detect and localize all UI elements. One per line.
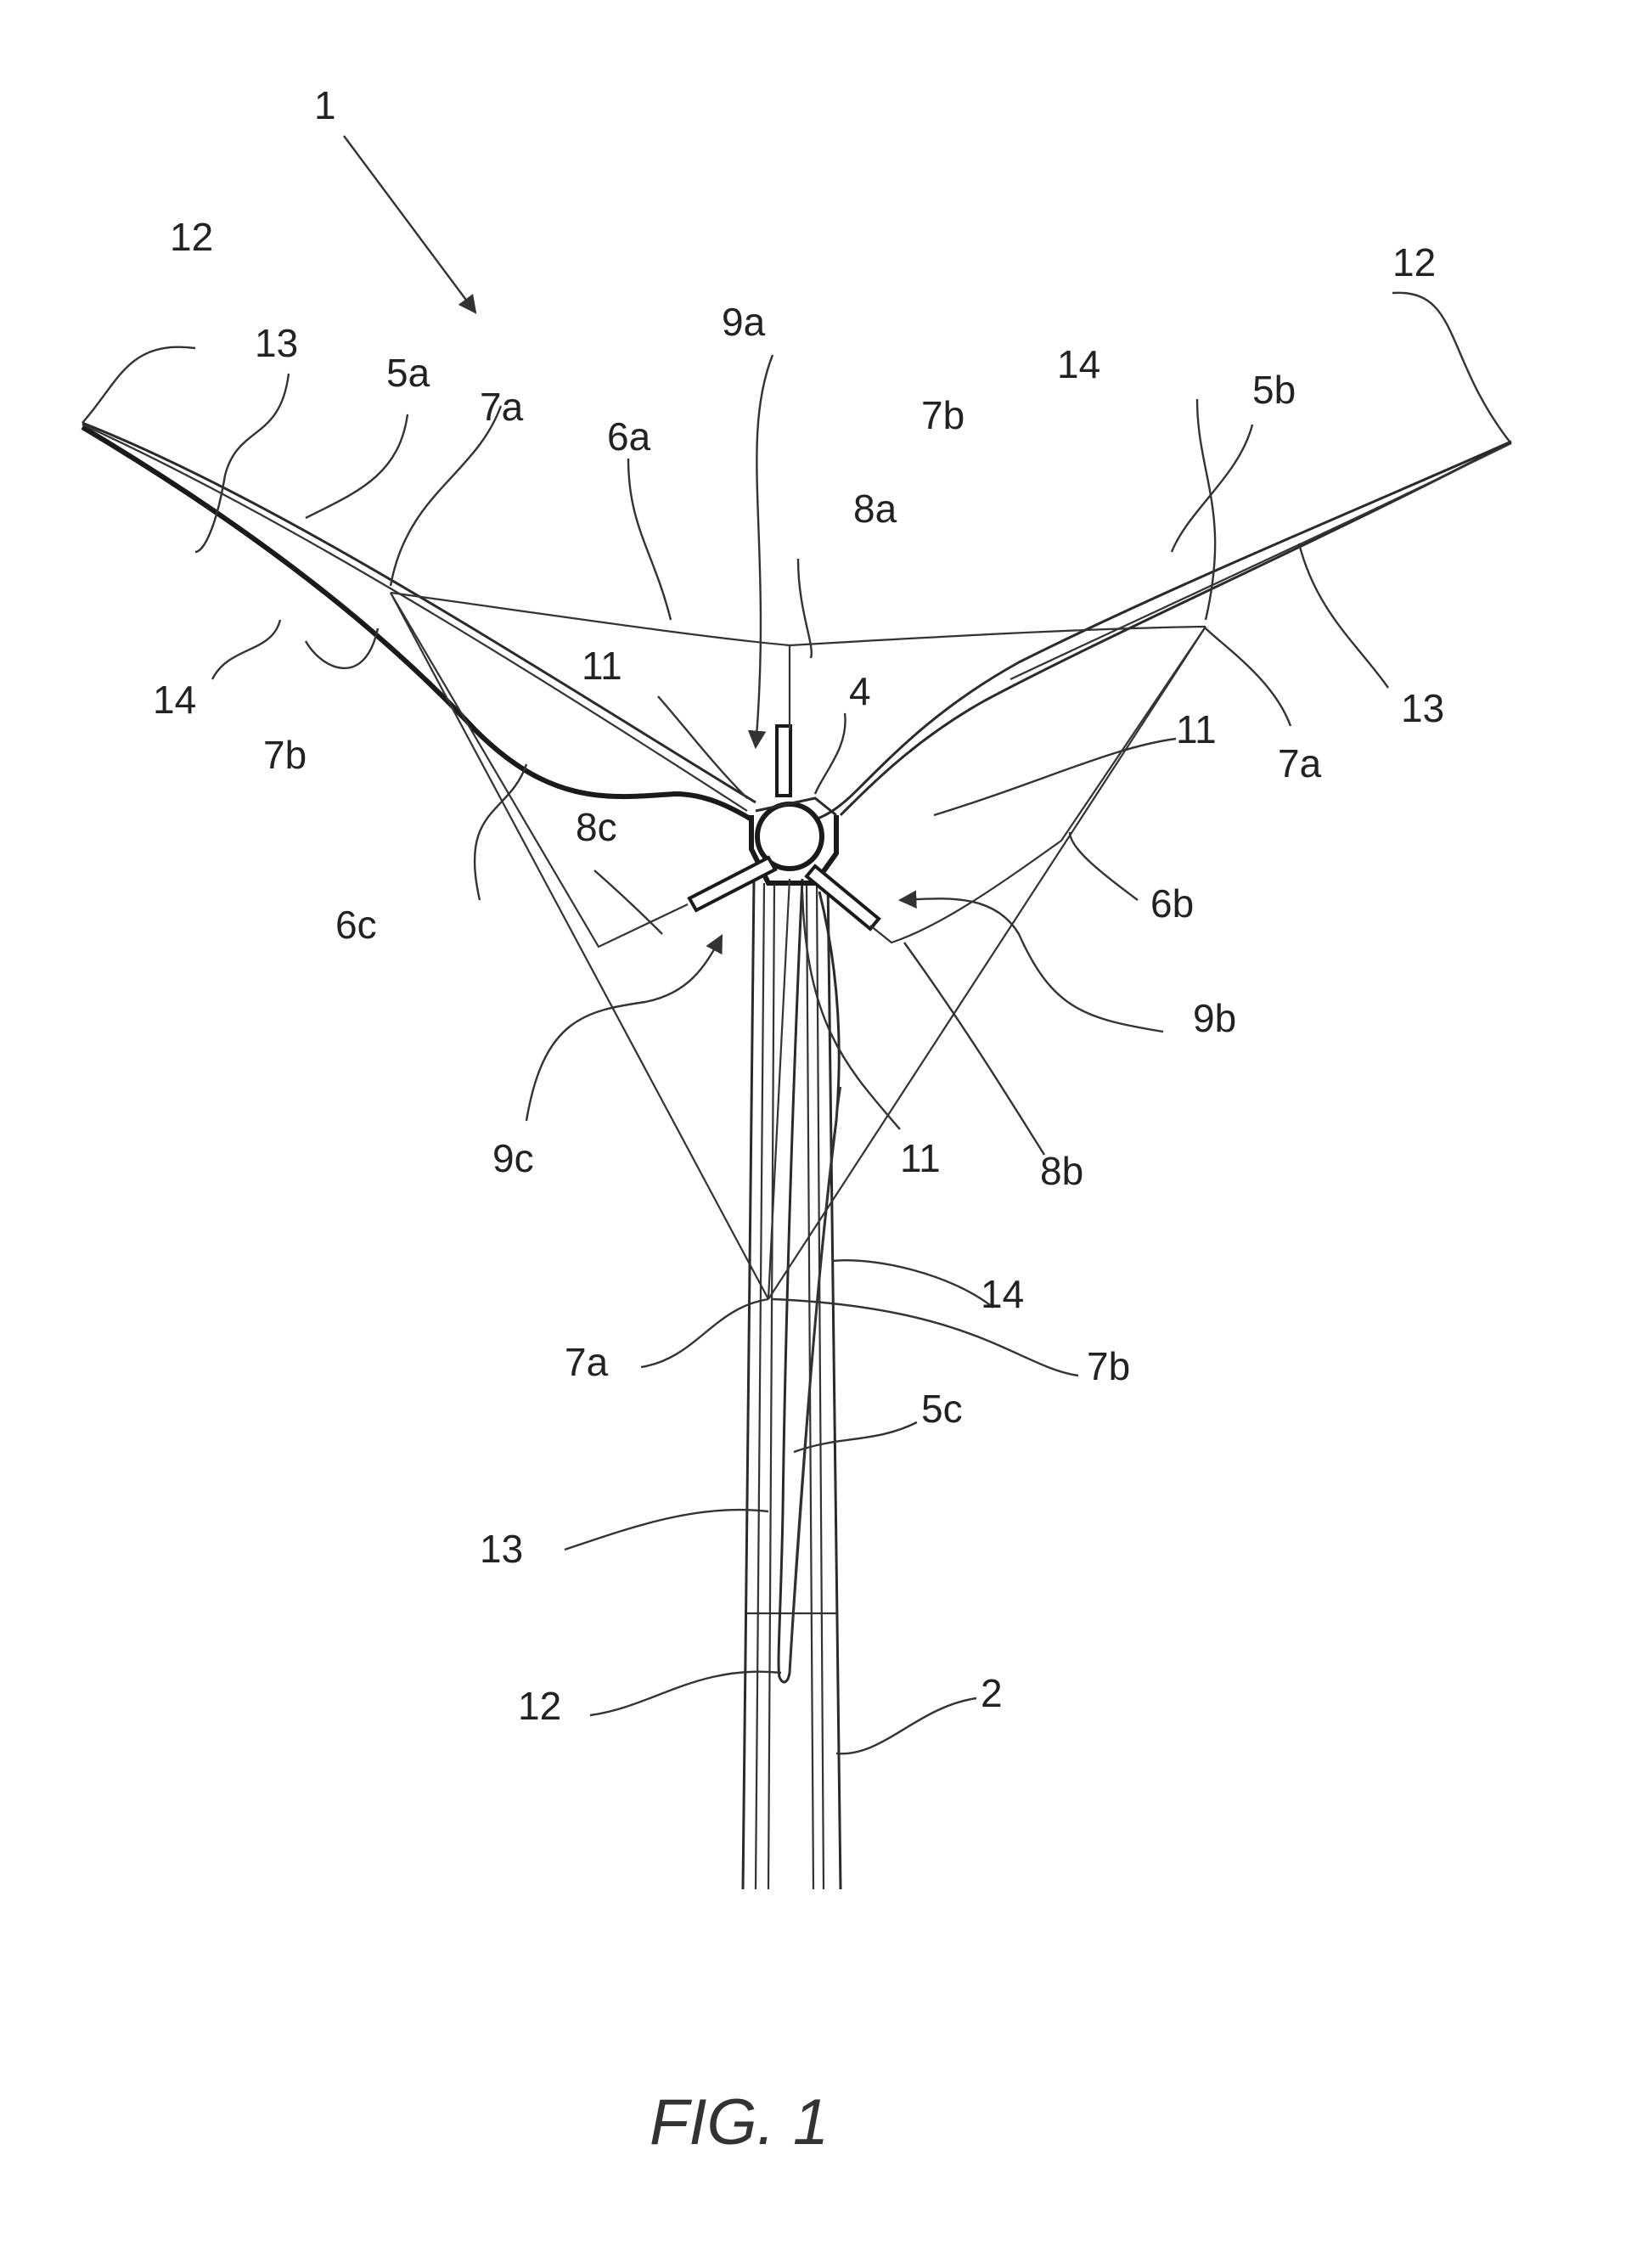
label-11-right: 11 [1176, 707, 1217, 751]
label-9c: 9c [492, 1136, 534, 1180]
arrows [343, 135, 1164, 1122]
blade-5c [777, 878, 842, 1684]
label-5b: 5b [1252, 368, 1296, 412]
label-12-right: 12 [1392, 240, 1436, 284]
leader-lines [82, 291, 1510, 1755]
label-12-center: 12 [518, 1684, 561, 1728]
label-6a: 6a [607, 414, 651, 459]
label-13-right: 13 [1401, 686, 1444, 730]
label-14-center: 14 [981, 1272, 1024, 1316]
label-13-center: 13 [480, 1527, 523, 1571]
label-7a-left: 7a [480, 385, 524, 429]
label-6c: 6c [335, 903, 377, 947]
blade-5b [814, 440, 1512, 821]
label-11-top: 11 [582, 644, 622, 688]
label-12-left: 12 [170, 215, 213, 259]
label-13-left: 13 [255, 321, 298, 365]
label-9b: 9b [1193, 996, 1236, 1040]
label-9a: 9a [722, 300, 766, 344]
label-7b-center: 7b [1087, 1344, 1130, 1388]
label-2: 2 [981, 1671, 1003, 1715]
label-5c: 5c [921, 1387, 963, 1431]
label-8c: 8c [576, 805, 617, 849]
hub [687, 724, 881, 931]
label-7b-right: 7b [921, 393, 965, 437]
blade-5a [81, 421, 756, 822]
label-7a-center: 7a [565, 1340, 609, 1384]
label-4: 4 [849, 669, 871, 713]
figure-caption: FIG. 1 [650, 2086, 829, 2158]
label-7a-right: 7a [1278, 741, 1322, 785]
label-6b: 6b [1150, 881, 1194, 926]
label-5a: 5a [386, 351, 430, 395]
label-8b: 8b [1040, 1149, 1083, 1193]
tension-lines [390, 591, 1206, 1300]
label-14-left: 14 [153, 678, 196, 722]
tower [741, 878, 842, 1890]
label-7b-left: 7b [263, 733, 307, 777]
label-11-bottom: 11 [900, 1136, 941, 1180]
reference-labels: 1 12 13 5a 7a 6a 9a 8a 4 11 14 7b 6c 8c … [153, 83, 1444, 1728]
label-14-right: 14 [1057, 342, 1100, 386]
label-8a: 8a [853, 487, 897, 531]
label-1: 1 [314, 83, 336, 127]
